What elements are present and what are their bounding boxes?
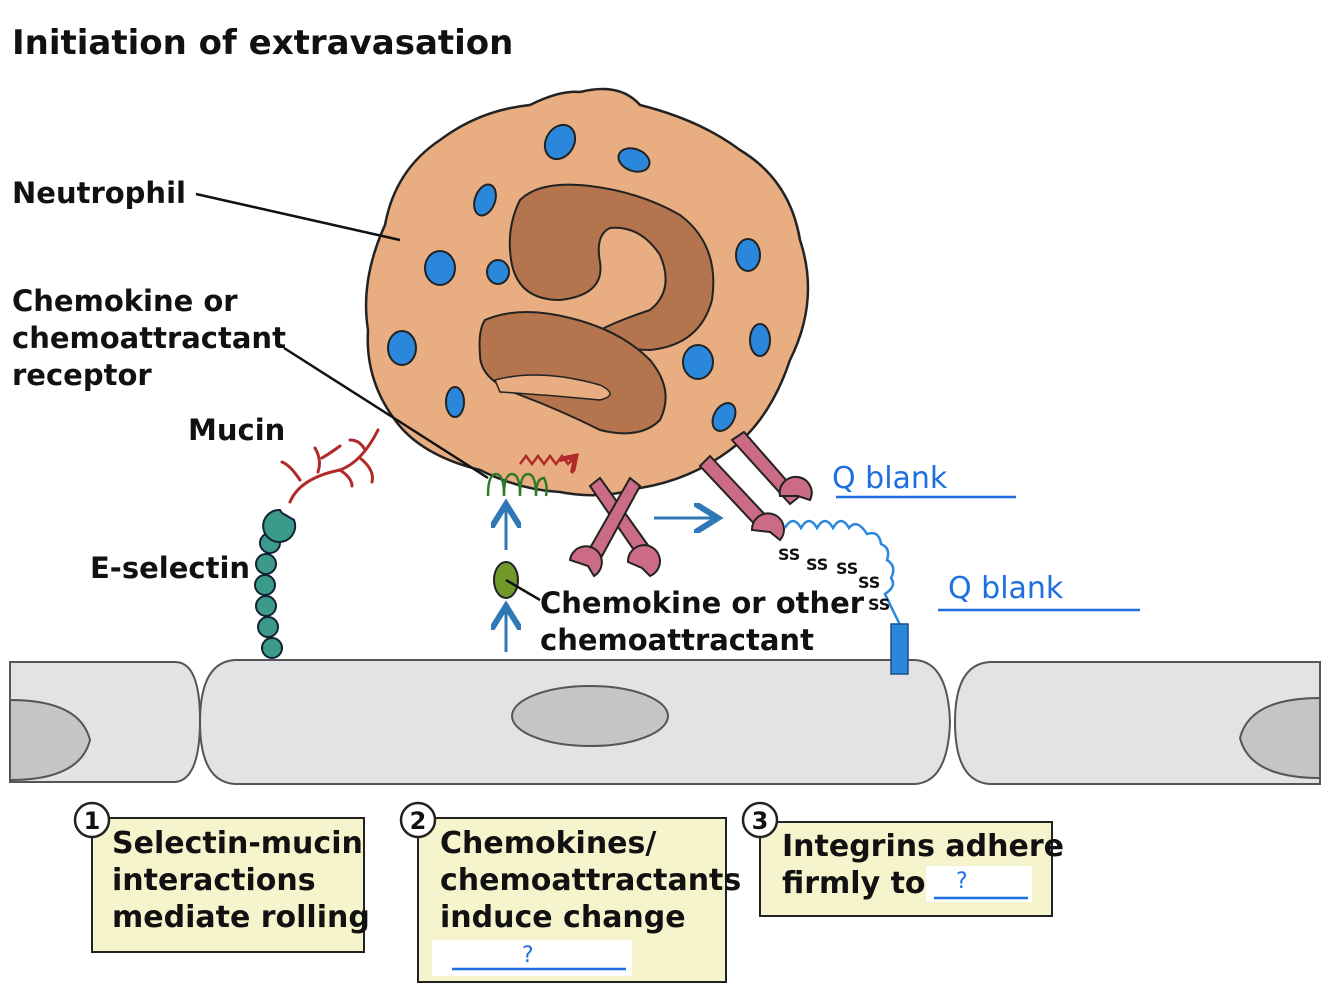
svg-text:induce change: induce change <box>440 900 686 935</box>
svg-text:SS: SS <box>868 595 890 614</box>
svg-text:Chemokines/: Chemokines/ <box>440 826 656 861</box>
label-chemokine-line-1: Chemokine or other <box>540 586 865 620</box>
integrin-inactive <box>568 476 661 578</box>
svg-text:interactions: interactions <box>112 863 316 898</box>
step-3-question-mark: ? <box>956 869 968 894</box>
e-selectin <box>254 508 297 659</box>
step-2-question-mark: ? <box>522 943 534 968</box>
handwritten-blank-2: Q blank <box>938 571 1140 612</box>
svg-text:3: 3 <box>752 807 769 835</box>
endothelial-nucleus-right <box>1238 696 1321 780</box>
granules <box>387 123 771 432</box>
svg-text:mediate rolling: mediate rolling <box>112 900 370 935</box>
flow-arrows <box>506 510 712 652</box>
page-title: Initiation of extravasation <box>12 23 513 63</box>
integrin-active <box>698 430 813 542</box>
svg-text:Q blank: Q blank <box>832 461 948 496</box>
svg-text:firmly to: firmly to <box>782 866 926 901</box>
neutrophil-cell <box>364 87 810 497</box>
step-2-badge <box>399 801 437 839</box>
signal-arrow <box>519 456 574 464</box>
label-receptor-line-3: receptor <box>12 358 152 392</box>
label-receptor-line-1: Chemokine or <box>12 284 238 318</box>
step-box-3: 3 Integrins adhere firmly to ? <box>741 801 1064 917</box>
svg-text:2: 2 <box>410 807 427 835</box>
svg-text:SS: SS <box>836 559 858 578</box>
svg-text:chemoattractants: chemoattractants <box>440 863 741 898</box>
svg-text:1: 1 <box>84 807 101 835</box>
nucleus-lobe-lower <box>478 311 667 435</box>
ligand-anchor <box>890 623 909 675</box>
endothelial-cell-right <box>953 661 1321 785</box>
integrin-ligand <box>783 519 909 675</box>
svg-text:SS: SS <box>858 573 880 592</box>
endothelial-nucleus-center <box>511 685 669 747</box>
endothelium <box>9 659 1321 785</box>
step-box-2: 2 Chemokines/ chemoattractants induce ch… <box>399 801 741 983</box>
label-chemokine-line-2: chemoattractant <box>540 623 814 657</box>
label-e-selectin: E-selectin <box>90 551 250 585</box>
svg-text:Selectin-mucin: Selectin-mucin <box>112 826 363 861</box>
svg-text:SS: SS <box>778 545 800 564</box>
step-1-badge <box>73 801 111 839</box>
handwritten-blank-1: Q blank <box>832 461 1016 499</box>
label-receptor-line-2: chemoattractant <box>12 321 286 355</box>
step-3-badge <box>741 801 779 839</box>
svg-text:SS: SS <box>806 555 828 574</box>
label-neutrophil: Neutrophil <box>12 176 186 210</box>
disulfide-labels: SS SS SS SS SS <box>778 545 890 614</box>
svg-text:Q blank: Q blank <box>948 571 1064 606</box>
svg-text:Integrins adhere: Integrins adhere <box>782 829 1064 864</box>
nucleus-lobe-upper <box>508 183 715 352</box>
step-box-1: 1 Selectin-mucin interactions mediate ro… <box>73 801 370 953</box>
leader-lines <box>195 192 541 602</box>
mucin <box>280 428 380 504</box>
endothelial-nucleus-left <box>9 698 92 782</box>
label-mucin: Mucin <box>188 413 285 447</box>
chemoattractant-receptor <box>486 472 548 497</box>
